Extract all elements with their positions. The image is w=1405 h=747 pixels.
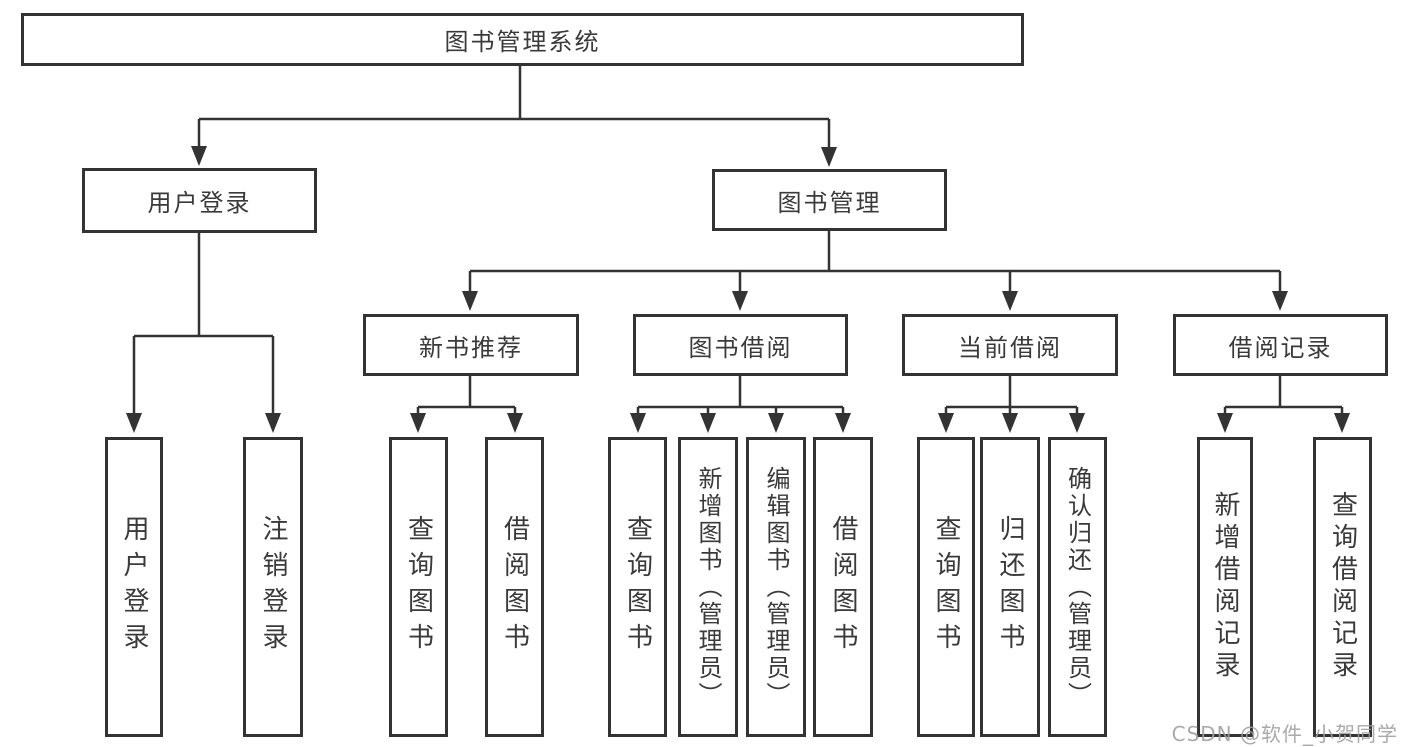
node-borrowing-records: 借阅记录 [1173, 314, 1388, 376]
leaf-user-login: 用户登录 [105, 437, 163, 737]
leaf-query-books-new-recommend: 查询图书 [389, 437, 448, 737]
leaf-edit-book-admin: 编辑图书（管理员） [746, 437, 806, 737]
leaf-query-borrow-record: 查询借阅记录 [1313, 437, 1372, 737]
node-book-management: 图书管理 [712, 169, 947, 231]
leaf-return-books: 归还图书 [980, 437, 1040, 737]
leaf-add-borrow-record: 新增借阅记录 [1197, 437, 1253, 737]
csdn-watermark: CSDN @软件_小贺同学 [1171, 722, 1398, 746]
leaf-borrow-books-new-recommend: 借阅图书 [485, 437, 544, 737]
leaf-query-books-current: 查询图书 [917, 437, 975, 737]
leaf-borrow-books-borrowing: 借阅图书 [813, 437, 873, 737]
leaf-logout: 注销登录 [243, 437, 303, 737]
node-new-book-recommendation: 新书推荐 [363, 314, 579, 376]
node-current-borrowing: 当前借阅 [902, 314, 1118, 376]
leaf-query-books-borrowing: 查询图书 [608, 437, 667, 737]
leaf-add-book-admin: 新增图书（管理员） [678, 437, 738, 737]
node-user-login: 用户登录 [82, 168, 317, 233]
node-book-borrowing: 图书借阅 [633, 314, 848, 376]
leaf-confirm-return-admin: 确认归还（管理员） [1048, 437, 1107, 737]
node-library-management-system: 图书管理系统 [21, 13, 1024, 66]
